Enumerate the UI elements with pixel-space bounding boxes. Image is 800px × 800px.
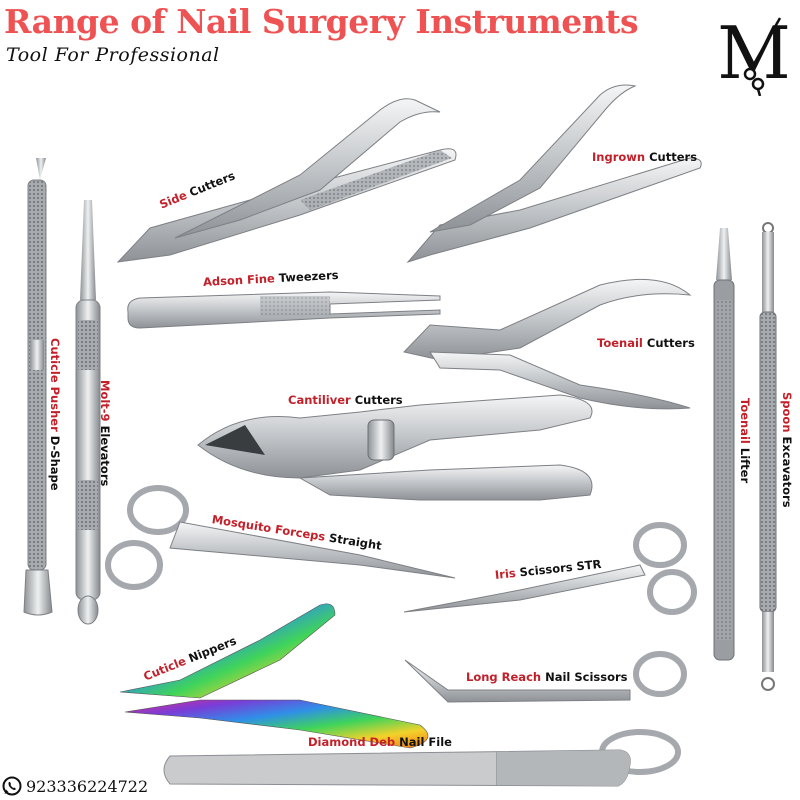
- label-molt-9-elevators: Molt-9 Elevators: [98, 380, 112, 487]
- scissors-icon: [743, 17, 782, 96]
- whatsapp-icon: [2, 776, 22, 796]
- adson-fine-tweezers-image: [127, 291, 441, 329]
- brand-logo: M: [717, 12, 791, 96]
- label-cuticle-pusher-d-shape: Cuticle Pusher D-Shape: [48, 338, 62, 491]
- long-reach-nail-scissors-image: [404, 651, 687, 775]
- cuticle-nippers-image: [119, 603, 429, 749]
- diamond-deb-nail-file-image: [163, 749, 631, 787]
- label-ingrown-cutters: Ingrown Cutters: [592, 150, 698, 164]
- label-toenail-lifter: Toenail Lifter: [738, 398, 752, 484]
- spoon-excavator-image: [759, 222, 777, 691]
- page-title: Range of Nail Surgery Instruments: [4, 2, 639, 41]
- iris-scissors-image: [403, 522, 697, 615]
- molt-9-elevator-image: [75, 200, 101, 625]
- mosquito-forceps-image: [105, 485, 456, 590]
- toenail-cutters-image: [403, 278, 692, 410]
- label-toenail-cutters: Toenail Cutters: [597, 336, 695, 350]
- page-subtitle: Tool For Professional: [6, 44, 220, 66]
- toenail-lifter-image: [713, 228, 735, 661]
- label-long-reach-nail-scissors: Long Reach Nail Scissors: [466, 670, 628, 684]
- ingrown-cutters-image: [406, 84, 702, 264]
- cuticle-pusher-image: [23, 158, 53, 616]
- contact-phone[interactable]: 923336224722: [2, 776, 148, 796]
- phone-number: 923336224722: [26, 776, 149, 796]
- label-spoon-excavators: Spoon Excavators: [780, 392, 794, 508]
- label-cantiliver-cutters: Cantiliver Cutters: [288, 393, 403, 407]
- cantiliver-cutters-image: [197, 394, 593, 501]
- label-diamond-deb-nail-file: Diamond Deb Nail File: [308, 735, 452, 749]
- side-cutters-image: [116, 98, 457, 263]
